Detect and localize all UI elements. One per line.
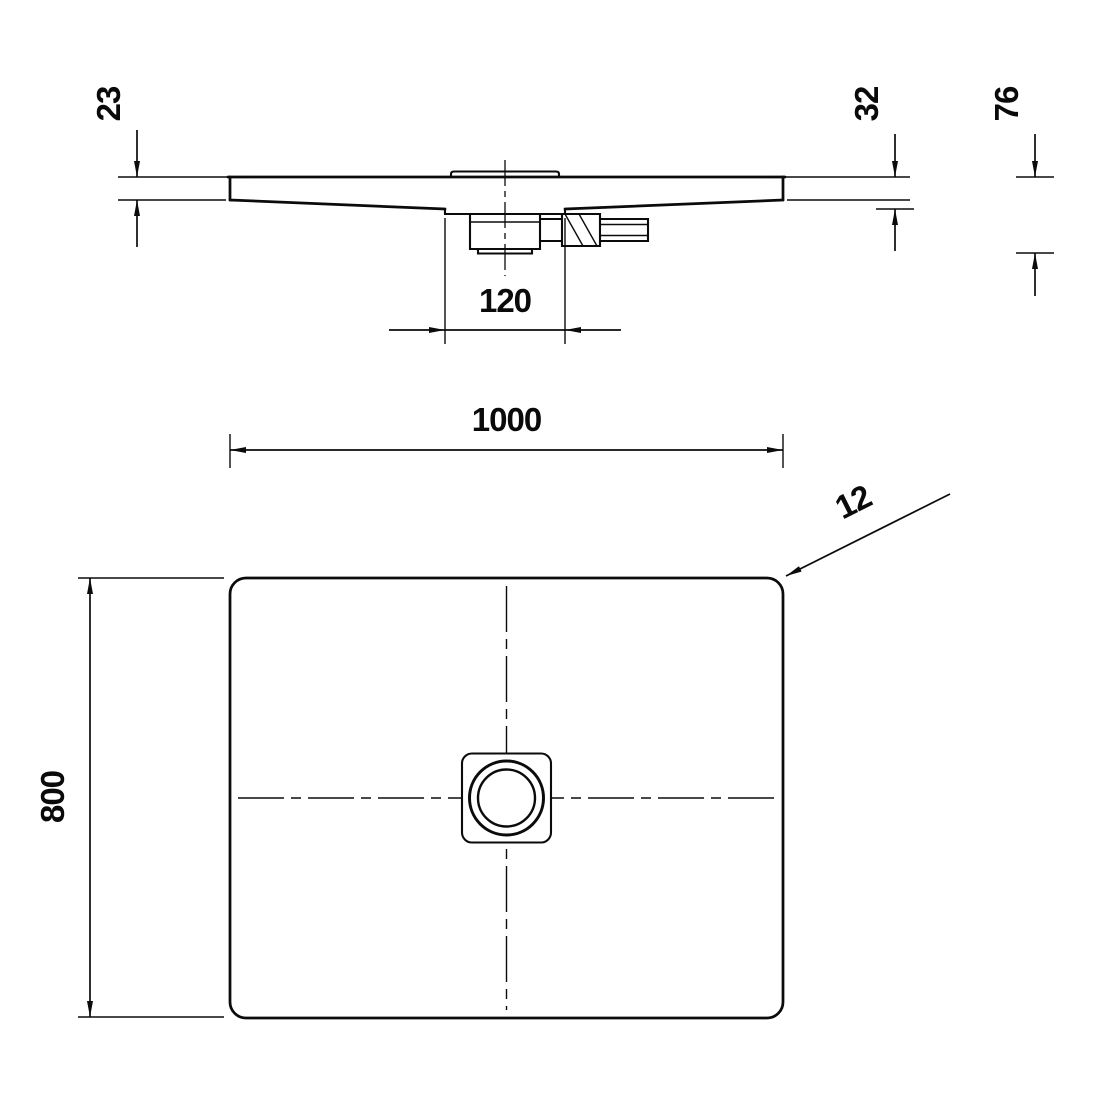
leader-line-12 (785, 493, 951, 577)
outlet-trap-diagonal-1 (564, 213, 584, 247)
drain-circle-inner (476, 768, 537, 828)
dim-label-corner-edge: 12 (829, 477, 877, 526)
dimension-total-height: 76 (988, 86, 1054, 296)
outlet-pipe (598, 217, 650, 243)
dimension-tray-height: 32 (787, 86, 914, 251)
dimension-corner-edge: 12 (785, 477, 951, 577)
dim-label-edge-height: 23 (90, 86, 127, 121)
dim-label-tray-height: 32 (848, 86, 885, 121)
dim-label-total-height: 76 (988, 86, 1025, 121)
outlet-trap-body (560, 212, 602, 248)
dim-label-depth: 800 (34, 771, 71, 823)
plan-view: 1000 800 12 (34, 401, 951, 1020)
drain-assembly-section (443, 160, 650, 276)
tray-outline (228, 576, 785, 1020)
tray-bottom-right-slope (563, 198, 785, 211)
tray-bottom-left-slope (228, 198, 447, 211)
side-view: 23 32 76 120 (90, 86, 1054, 344)
dimension-edge-height: 23 (90, 86, 226, 247)
outlet-trap-diagonal-2 (578, 213, 598, 247)
drain-square-frame (460, 752, 553, 844)
dim-label-width: 1000 (472, 401, 541, 438)
dimension-depth: 800 (34, 577, 224, 1018)
dim-label-drain-width: 120 (479, 282, 531, 319)
dimension-drain-width: 120 (389, 218, 621, 344)
drain-plan (460, 752, 553, 844)
dimension-width: 1000 (229, 401, 784, 468)
drain-circle-outer (468, 759, 545, 837)
tray-section-profile (118, 175, 910, 211)
